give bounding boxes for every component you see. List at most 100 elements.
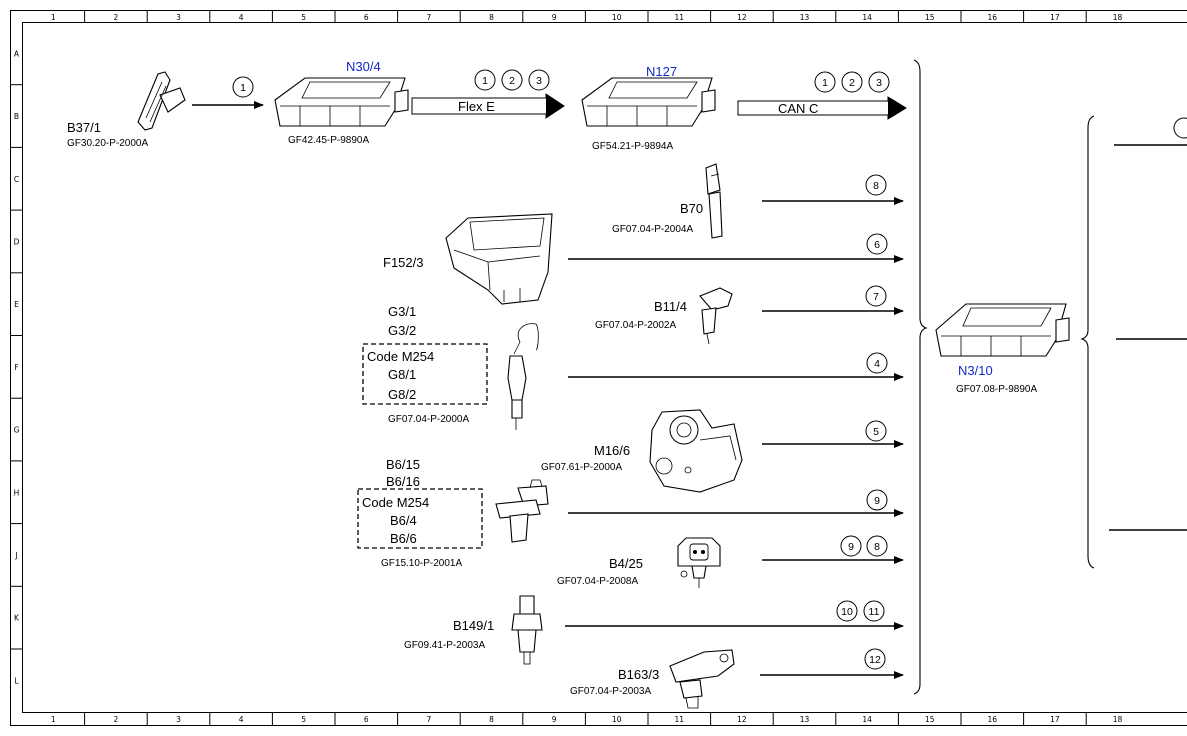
signal-circle: 3 [528, 69, 550, 91]
svg-text:1: 1 [482, 75, 488, 87]
n127-label: N127 [646, 64, 677, 79]
grid-col-label: 5 [301, 715, 306, 724]
drawing-frame [10, 10, 1187, 726]
g3-code-box [362, 343, 488, 405]
signal-circle: 9 [866, 489, 888, 511]
grid-row-label: F [14, 363, 18, 372]
svg-text:12: 12 [869, 654, 881, 666]
signal-circle: 7 [865, 285, 887, 307]
g3-code-label: Code M254 [367, 349, 434, 364]
b11-4-temp-sensor-icon [699, 287, 733, 345]
b11-4-ref: GF07.04-P-2002A [595, 320, 676, 331]
g3-1-label: G3/1 [388, 304, 416, 319]
b163-3-label: B163/3 [618, 667, 659, 682]
svg-text:8: 8 [873, 180, 879, 192]
signal-circle: 6 [866, 233, 888, 255]
svg-text:3: 3 [876, 77, 882, 89]
grid-row-label: B [14, 112, 19, 121]
grid-col-label: 16 [988, 13, 998, 22]
m16-6-label: M16/6 [594, 443, 630, 458]
svg-text:1: 1 [822, 77, 828, 89]
grid-col-label: 14 [862, 715, 872, 724]
signal-circle: 8 [866, 535, 888, 557]
g8-2-label: G8/2 [388, 387, 416, 402]
grid-col-label: 7 [427, 715, 432, 724]
grid-col-label: 3 [176, 13, 181, 22]
grid-col-label: 10 [612, 715, 622, 724]
svg-text:7: 7 [873, 291, 879, 303]
grid-col-label: 15 [925, 13, 935, 22]
grid-col-label: 18 [1113, 13, 1123, 22]
n3-10-engine-control-unit-icon [935, 303, 1070, 357]
grid-col-label: 2 [114, 13, 119, 22]
signal-circle: 1 [814, 71, 836, 93]
b163-3-ref: GF07.04-P-2003A [570, 686, 651, 697]
grid-col-label: 8 [489, 715, 494, 724]
g3-oxygen-sensor-icon [507, 323, 539, 430]
b70-label: B70 [680, 201, 703, 216]
signal-circle: 3 [868, 71, 890, 93]
f152-3-fuse-box-icon [445, 213, 553, 305]
grid-row-label: G [14, 426, 20, 435]
b4-25-ref: GF07.04-P-2008A [557, 576, 638, 587]
grid-row-label: E [14, 300, 19, 309]
grid-row-label: J [14, 551, 17, 560]
output-group-brace [1080, 115, 1095, 569]
grid-col-label: 12 [737, 13, 747, 22]
b70-sensor-icon [705, 163, 723, 239]
m16-6-ref: GF07.61-P-2000A [541, 462, 622, 473]
signal-circle: 4 [866, 352, 888, 374]
b4-25-label: B4/25 [609, 556, 643, 571]
can-c-label: CAN C [778, 101, 818, 116]
f152-3-label: F152/3 [383, 255, 423, 270]
b6-code-label: Code M254 [362, 495, 429, 510]
signal-circle: 1 [232, 76, 254, 98]
flex-e-label: Flex E [458, 99, 495, 114]
svg-text:9: 9 [874, 495, 880, 507]
g3-ref: GF07.04-P-2000A [388, 414, 469, 425]
signal-circle-partial [1173, 117, 1187, 139]
grid-col-label: 11 [675, 715, 685, 724]
b6-camshaft-sensor-icon [495, 479, 549, 543]
svg-text:8: 8 [874, 541, 880, 553]
b37-1-pedal-sensor-icon [137, 71, 186, 131]
grid-col-label: 10 [612, 13, 622, 22]
grid-col-label: 3 [176, 715, 181, 724]
grid-col-label: 7 [427, 13, 432, 22]
b6-4-label: B6/4 [390, 513, 417, 528]
grid-col-label: 18 [1113, 715, 1123, 724]
b11-4-label: B11/4 [654, 299, 687, 314]
b149-1-label: B149/1 [453, 618, 494, 633]
signal-circle: 8 [865, 174, 887, 196]
grid-col-label: 4 [239, 13, 244, 22]
g3-2-label: G3/2 [388, 323, 416, 338]
n127-control-unit-icon [581, 77, 716, 127]
svg-text:9: 9 [848, 541, 854, 553]
svg-text:1: 1 [240, 82, 246, 94]
g8-1-label: G8/1 [388, 367, 416, 382]
grid-col-label: 6 [364, 715, 369, 724]
b6-16-label: B6/16 [386, 474, 420, 489]
svg-text:2: 2 [509, 75, 515, 87]
n127-ref: GF54.21-P-9894A [592, 141, 673, 152]
grid-col-label: 14 [862, 13, 872, 22]
svg-text:2: 2 [849, 77, 855, 89]
b6-6-label: B6/6 [390, 531, 417, 546]
grid-col-label: 17 [1050, 715, 1060, 724]
grid-row-label: C [14, 175, 19, 184]
grid-col-label: 11 [675, 13, 685, 22]
b37-1-label: B37/1 [67, 120, 101, 135]
b70-ref: GF07.04-P-2004A [612, 224, 693, 235]
b37-1-ref: GF30.20-P-2000A [67, 138, 148, 149]
svg-text:3: 3 [536, 75, 542, 87]
grid-col-label: 1 [51, 13, 56, 22]
svg-text:10: 10 [841, 606, 853, 618]
grid-col-label: 5 [301, 13, 306, 22]
signal-circle: 10 [836, 600, 858, 622]
grid-col-label: 9 [552, 13, 557, 22]
grid-col-label: 1 [51, 715, 56, 724]
n3-10-ref: GF07.08-P-9890A [956, 384, 1037, 395]
grid-col-label: 12 [737, 715, 747, 724]
grid-col-label: 9 [552, 715, 557, 724]
b6-ref: GF15.10-P-2001A [381, 558, 462, 569]
